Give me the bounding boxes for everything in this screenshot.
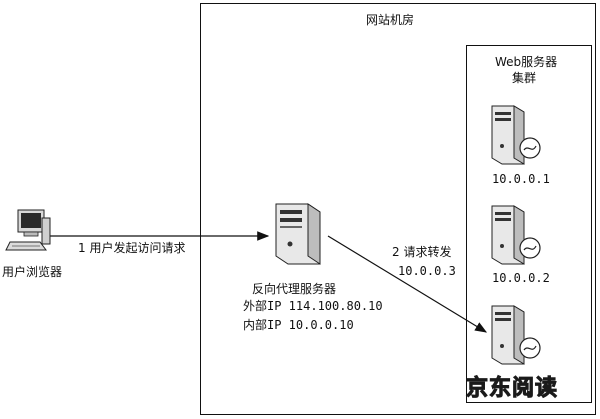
- client-label: 用户浏览器: [2, 265, 63, 279]
- watermark: 京东阅读: [465, 376, 559, 402]
- proxy-internal-ip: 内部IP 10.0.0.10: [243, 318, 354, 332]
- server-2-ip: 10.0.0.2: [492, 271, 550, 285]
- server-1-ip: 10.0.0.1: [492, 172, 550, 186]
- web-server-cluster-box: [466, 45, 592, 403]
- cluster-label-line2: 集群: [512, 71, 537, 85]
- proxy-external-ip: 外部IP 114.100.80.10: [243, 299, 383, 313]
- web-server-icon: [491, 105, 541, 165]
- cluster-label-line1: Web服务器: [495, 55, 558, 69]
- web-server-icon: [491, 305, 541, 365]
- forward-arrow: [327, 235, 488, 333]
- web-server-icon: [491, 205, 541, 265]
- step1-label: 1 用户发起访问请求: [78, 241, 186, 255]
- proxy-server-icon: [275, 203, 321, 265]
- website-room-box: [200, 3, 596, 415]
- room-label: 网站机房: [366, 13, 415, 27]
- step2-label: 2 请求转发: [392, 245, 452, 259]
- proxy-title: 反向代理服务器: [252, 282, 337, 296]
- computer-icon: [5, 209, 51, 251]
- step2-ip: 10.0.0.3: [398, 264, 456, 278]
